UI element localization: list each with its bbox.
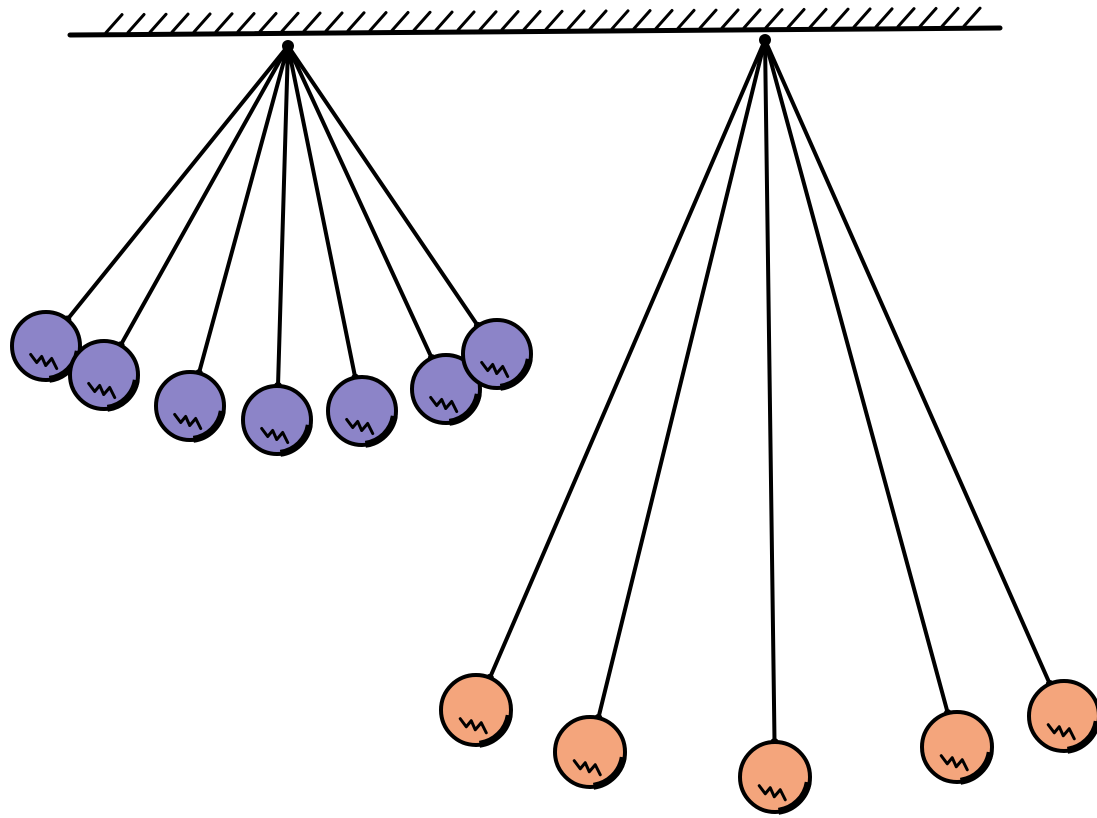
long-pendulum-bobs bbox=[439, 673, 1097, 815]
hatch-mark bbox=[324, 11, 344, 33]
hatch-mark bbox=[830, 7, 850, 29]
ceiling-hatching bbox=[104, 6, 982, 35]
long-pendulum-bob bbox=[553, 714, 627, 790]
long-pendulum bbox=[439, 34, 1097, 815]
long-pendulum-bob bbox=[1027, 679, 1097, 754]
hatch-mark bbox=[786, 7, 806, 29]
hatch-mark bbox=[742, 8, 762, 30]
long-pendulum-string bbox=[596, 38, 767, 721]
hatch-mark bbox=[192, 12, 212, 34]
hatch-mark bbox=[434, 10, 454, 32]
hatch-mark bbox=[808, 7, 828, 29]
hatch-mark bbox=[280, 11, 300, 33]
hatch-mark bbox=[170, 12, 190, 34]
hatch-mark bbox=[764, 8, 784, 30]
long-pendulum-string bbox=[763, 38, 777, 745]
short-pendulum-bob bbox=[154, 369, 226, 443]
hatch-mark bbox=[214, 12, 234, 34]
long-pendulum-string bbox=[763, 38, 1052, 686]
ceiling-support bbox=[67, 6, 1003, 38]
short-pendulum bbox=[10, 40, 533, 457]
short-pendulum-bob bbox=[461, 318, 533, 391]
long-pendulum-bob bbox=[738, 738, 812, 815]
long-pendulum-pivot bbox=[759, 34, 771, 46]
hatch-mark bbox=[698, 8, 718, 30]
hatch-mark bbox=[566, 9, 586, 31]
hatch-mark bbox=[676, 8, 696, 30]
ceiling-line bbox=[67, 25, 1003, 38]
hatch-mark bbox=[368, 11, 388, 33]
short-pendulum-string bbox=[196, 44, 290, 376]
hatch-mark bbox=[544, 9, 564, 31]
short-pendulum-string bbox=[286, 44, 434, 361]
hatch-mark bbox=[148, 12, 168, 34]
hatch-mark bbox=[258, 11, 278, 33]
short-pendulum-bob bbox=[410, 353, 482, 426]
hatch-mark bbox=[478, 10, 498, 32]
hatch-mark bbox=[588, 9, 608, 31]
hatch-mark bbox=[500, 10, 520, 32]
hatch-mark bbox=[918, 6, 938, 28]
hatch-mark bbox=[522, 9, 542, 31]
hatch-mark bbox=[874, 7, 894, 29]
long-pendulum-string bbox=[487, 38, 767, 680]
hatch-mark bbox=[236, 12, 256, 34]
hatch-mark bbox=[852, 7, 872, 29]
short-pendulum-strings bbox=[65, 44, 480, 389]
short-pendulum-string bbox=[275, 44, 290, 389]
hatch-mark bbox=[610, 9, 630, 31]
long-pendulum-strings bbox=[487, 38, 1052, 745]
hatch-mark bbox=[126, 12, 146, 34]
short-pendulum-bob bbox=[241, 382, 313, 457]
hatch-mark bbox=[346, 11, 366, 33]
long-pendulum-bob bbox=[439, 673, 513, 748]
short-pendulum-string bbox=[286, 44, 358, 380]
short-pendulum-string bbox=[286, 44, 480, 328]
hatch-mark bbox=[390, 10, 410, 32]
hatch-mark bbox=[654, 8, 674, 30]
hatch-mark bbox=[962, 6, 982, 28]
hatch-mark bbox=[896, 7, 916, 29]
short-pendulum-bob bbox=[326, 373, 398, 448]
hatch-mark bbox=[632, 9, 652, 31]
short-pendulum-bob bbox=[68, 339, 140, 412]
hatch-mark bbox=[302, 11, 322, 33]
hatch-mark bbox=[412, 10, 432, 32]
short-pendulum-bobs bbox=[10, 310, 533, 457]
short-pendulum-string bbox=[118, 44, 290, 348]
hatch-mark bbox=[720, 8, 740, 30]
long-pendulum-bob bbox=[920, 709, 994, 785]
hatch-mark bbox=[940, 6, 960, 28]
hatch-mark bbox=[456, 10, 476, 32]
hatch-mark bbox=[104, 13, 124, 35]
short-pendulum-string bbox=[65, 44, 290, 322]
long-pendulum-string bbox=[763, 38, 950, 716]
short-pendulum-pivot bbox=[282, 40, 294, 52]
